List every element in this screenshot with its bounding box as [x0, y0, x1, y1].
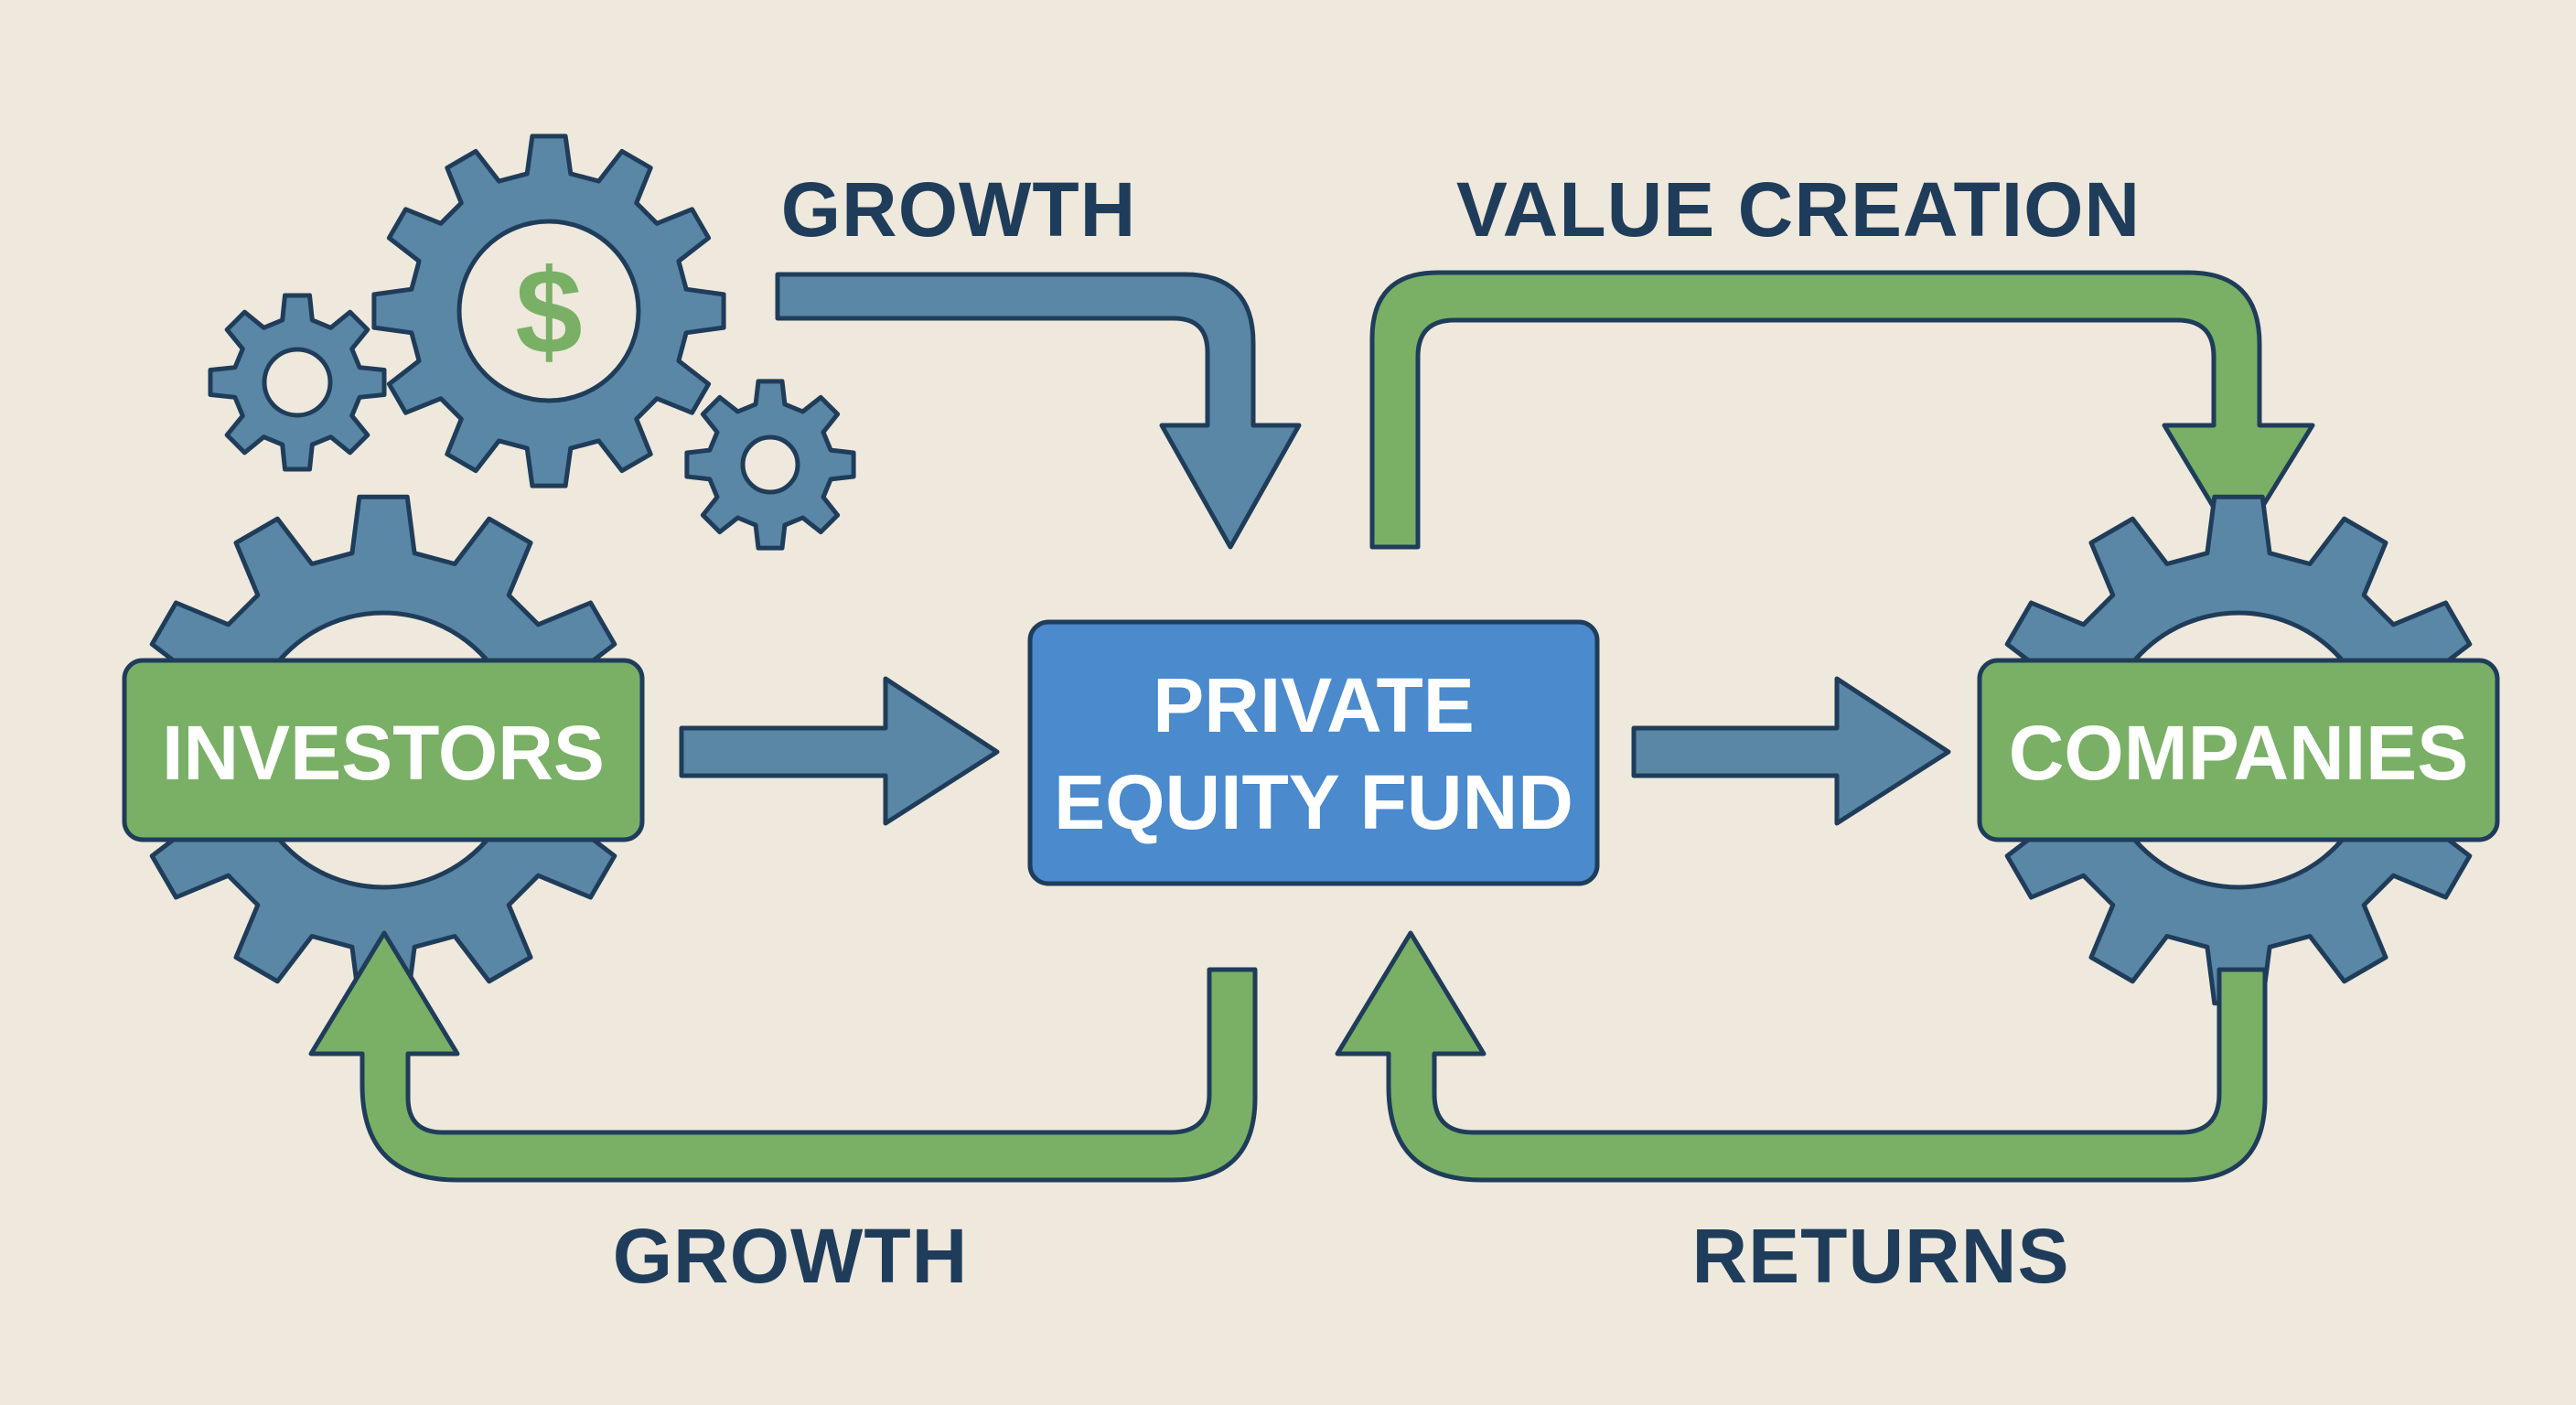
- bottom-right-flow-label: RETURNS: [1691, 1213, 2069, 1299]
- small-gear-icon: [684, 379, 856, 551]
- companies-label: COMPANIES: [2009, 710, 2468, 796]
- companies-node: COMPANIES: [1977, 658, 2500, 842]
- fund-label-line1: PRIVATE: [1153, 662, 1475, 748]
- investors-node: INVESTORS: [122, 658, 645, 842]
- private-equity-fund-node: PRIVATE EQUITY FUND: [1027, 619, 1600, 886]
- small-gear-icon: [208, 293, 387, 472]
- investors-label: INVESTORS: [162, 710, 605, 796]
- top-right-flow-label: VALUE CREATION: [1456, 166, 2141, 252]
- arrow-fund-to-companies: [1631, 676, 1951, 826]
- gears-layer: $: [208, 134, 856, 551]
- top-left-flow-label: GROWTH: [781, 166, 1137, 252]
- growth-bottom-arrow-shape: [308, 930, 1258, 1183]
- returns-arrow-shape: [1335, 930, 2268, 1183]
- dollar-gear-icon: $: [371, 134, 726, 488]
- growth-top-arrow-shape: [775, 272, 1302, 550]
- fund-label-line2: EQUITY FUND: [1054, 759, 1573, 845]
- bottom-left-flow-label: GROWTH: [613, 1213, 969, 1299]
- dollar-icon: $: [515, 244, 582, 379]
- arrow-investors-to-fund: [679, 676, 1000, 826]
- value-creation-arrow-shape: [1369, 270, 2315, 550]
